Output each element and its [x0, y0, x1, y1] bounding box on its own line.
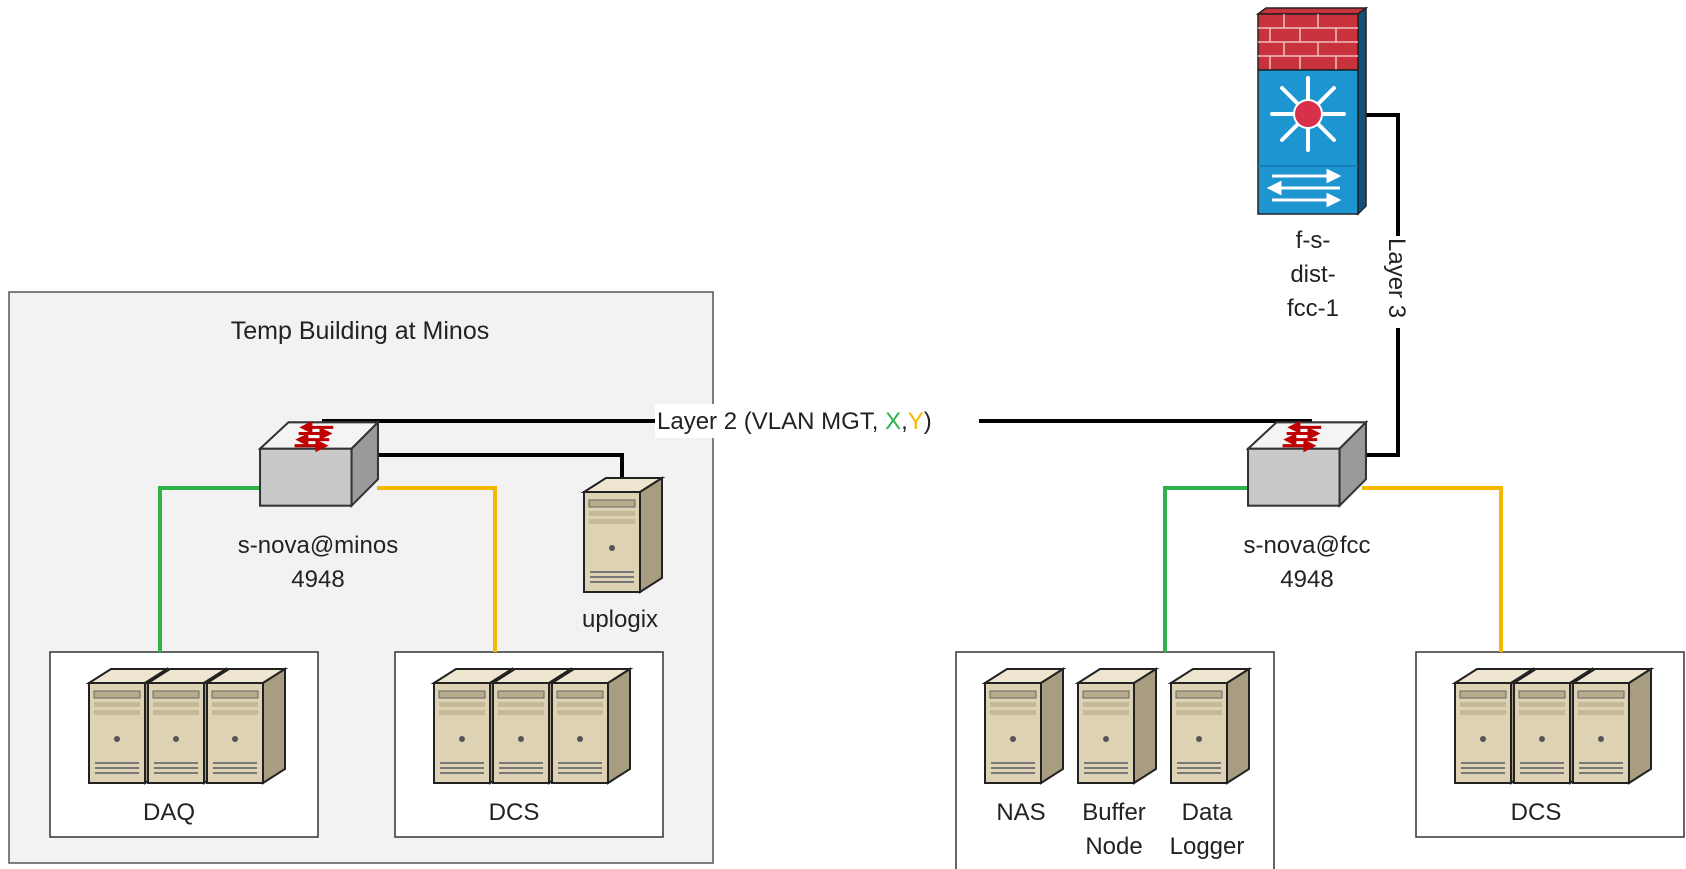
- layer2-text-pre: Layer 2 (VLAN MGT,: [657, 408, 885, 435]
- layer2-label: Layer 2 (VLAN MGT, X,Y): [657, 408, 932, 435]
- daq-server-3-icon: [205, 667, 287, 785]
- vlan-x-link-minos: [158, 486, 262, 652]
- buffer-node-label-line-2: Node: [1085, 833, 1142, 860]
- firewall-label-line-2: dist-: [1290, 261, 1335, 288]
- switch-minos-icon: [258, 420, 380, 508]
- dcs-minos-label: DCS: [489, 799, 540, 826]
- layer3-label-bg: [1384, 236, 1412, 328]
- switch-fcc-model: 4948: [1280, 566, 1333, 593]
- vlan-x-link-fcc: [1163, 486, 1256, 652]
- layer2-comma: ,: [901, 408, 908, 435]
- switch-minos-name: s-nova@minos: [238, 532, 398, 559]
- vlan-x-label: X: [885, 408, 901, 435]
- nas-label: NAS: [996, 799, 1045, 826]
- vlan-y-link-minos: [377, 486, 497, 652]
- daq-servers: [87, 667, 287, 785]
- data-logger-server-icon: [1169, 667, 1251, 785]
- layer2-text-post: ): [924, 408, 932, 435]
- dcs-fcc-servers: [1453, 667, 1653, 785]
- layer2-label-bg: [655, 404, 979, 438]
- layer3-label: Layer 3: [1383, 238, 1410, 318]
- uplogix-label: uplogix: [582, 606, 658, 633]
- dcs-fcc-label: DCS: [1511, 799, 1562, 826]
- firewall-label-line-3: fcc-1: [1287, 295, 1339, 322]
- firewall-label-line-1: f-s-: [1296, 227, 1331, 254]
- nas-server-icon: [983, 667, 1065, 785]
- uplogix-server-icon: [582, 476, 664, 594]
- firewall-router-icon: [1255, 6, 1369, 216]
- switch-fcc-name: s-nova@fcc: [1243, 532, 1370, 559]
- switch-minos-model: 4948: [291, 566, 344, 593]
- data-logger-label-line-2: Logger: [1170, 833, 1245, 860]
- daq-label: DAQ: [143, 799, 195, 826]
- vlan-y-link-fcc: [1362, 486, 1503, 652]
- buffer-node-label-line-1: Buffer: [1082, 799, 1146, 826]
- vlan-y-label: Y: [908, 408, 924, 435]
- buffer-node-server-icon: [1076, 667, 1158, 785]
- dcs-minos-servers: [432, 667, 632, 785]
- data-logger-label-line-1: Data: [1182, 799, 1233, 826]
- region-title: Temp Building at Minos: [231, 317, 489, 345]
- dcs-minos-server-3-icon: [550, 667, 632, 785]
- dcs-fcc-server-3-icon: [1571, 667, 1653, 785]
- switch-fcc-icon: [1246, 420, 1368, 508]
